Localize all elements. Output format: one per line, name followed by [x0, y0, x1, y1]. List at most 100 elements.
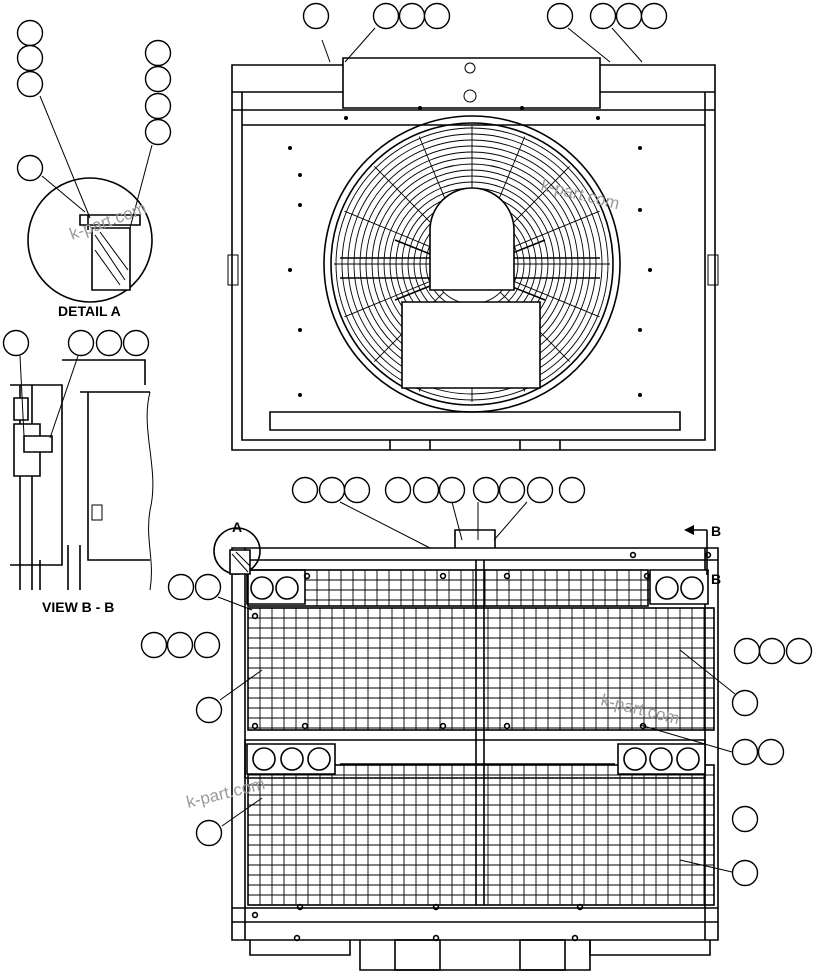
view-b-b-label: VIEW B - B [42, 599, 114, 615]
callout-bubble [16, 154, 44, 182]
callout-bubble [343, 476, 371, 504]
port-circles [250, 576, 704, 771]
callout-bubble [194, 573, 222, 601]
section-arrow-b-bottom: B [711, 571, 721, 587]
leader-line [321, 39, 331, 63]
callout-bubble [67, 329, 95, 357]
bolt [293, 934, 301, 942]
bolt [288, 268, 292, 272]
detail-a-label: DETAIL A [58, 303, 121, 319]
bolt [503, 572, 511, 580]
callout-bubble [167, 573, 195, 601]
bolt [576, 903, 584, 911]
callout-bubble [758, 637, 786, 665]
bolt [638, 393, 642, 397]
bolt [638, 328, 642, 332]
callout-bubble [195, 819, 223, 847]
callout-bubble [2, 329, 30, 357]
bolt [251, 722, 259, 730]
leader-line [679, 859, 733, 873]
guard-spoke [344, 278, 436, 318]
callout-bubble [122, 329, 150, 357]
callout-bubble [731, 859, 759, 887]
view-b-b: VIEW B - B [10, 359, 154, 615]
port-ring [280, 747, 304, 771]
guard-spoke [508, 210, 600, 250]
callout-bubble [16, 19, 44, 47]
callout-bubble [95, 329, 123, 357]
bolt [520, 106, 524, 110]
bolt [251, 911, 259, 919]
bolt [629, 551, 637, 559]
leader-line [129, 144, 153, 229]
detail-a: DETAIL A [27, 177, 153, 319]
bolt [298, 393, 302, 397]
bolt [298, 203, 302, 207]
callout-bubble [302, 2, 330, 30]
callout-bubble [195, 696, 223, 724]
leader-line [41, 175, 86, 213]
callout-bubble [140, 631, 168, 659]
fan-guard [334, 126, 610, 402]
port-ring [649, 747, 673, 771]
leader-line [567, 27, 611, 63]
callout-bubble [785, 637, 813, 665]
port-ring [680, 576, 704, 600]
port-ring [250, 576, 274, 600]
bolt [596, 116, 600, 120]
shroud-bolts [288, 106, 652, 397]
callout-bubble [438, 476, 466, 504]
port-ring [676, 747, 700, 771]
bolt [643, 572, 651, 580]
fan-shroud-view [227, 57, 719, 451]
core-bolts [251, 551, 712, 942]
section-arrow-b-top: B [711, 523, 721, 539]
bolt [303, 572, 311, 580]
callout-bubble [144, 39, 172, 67]
callout-bubble [318, 476, 346, 504]
bolt [638, 146, 642, 150]
callout-bubble [16, 44, 44, 72]
bolt [296, 903, 304, 911]
callout-bubble [166, 631, 194, 659]
leader-line [679, 649, 736, 695]
bolt [288, 146, 292, 150]
callout-bubble [589, 2, 617, 30]
port-ring [655, 576, 679, 600]
callout-bubble [372, 2, 400, 30]
leader-line [219, 669, 263, 701]
callout-bubble [640, 2, 668, 30]
callout-bubble [546, 2, 574, 30]
bolt [432, 903, 440, 911]
callout-bubble [423, 2, 451, 30]
bolt [571, 934, 579, 942]
callout-bubbles [2, 2, 813, 887]
callout-bubble [733, 637, 761, 665]
port-ring [307, 747, 331, 771]
callout-bubble [384, 476, 412, 504]
callout-bubble [731, 738, 759, 766]
leader-line [339, 501, 431, 549]
callout-bubble [731, 805, 759, 833]
leader-line [639, 724, 733, 753]
bolt [301, 722, 309, 730]
callout-bubble [558, 476, 586, 504]
bolt [251, 612, 259, 620]
leader-line [344, 27, 376, 63]
callout-bubble [498, 476, 526, 504]
callout-bubble [615, 2, 643, 30]
bolt [503, 722, 511, 730]
bolt [639, 722, 647, 730]
leader-line [611, 27, 643, 63]
leader-line [493, 501, 528, 541]
guard-spoke [508, 278, 600, 318]
bolt [704, 551, 712, 559]
callout-bubble [291, 476, 319, 504]
core-grid [248, 560, 714, 905]
watermark: k-part.com [599, 690, 682, 728]
bolt [648, 268, 652, 272]
callout-bubble [526, 476, 554, 504]
leader-line [49, 355, 79, 439]
callout-bubble [16, 70, 44, 98]
